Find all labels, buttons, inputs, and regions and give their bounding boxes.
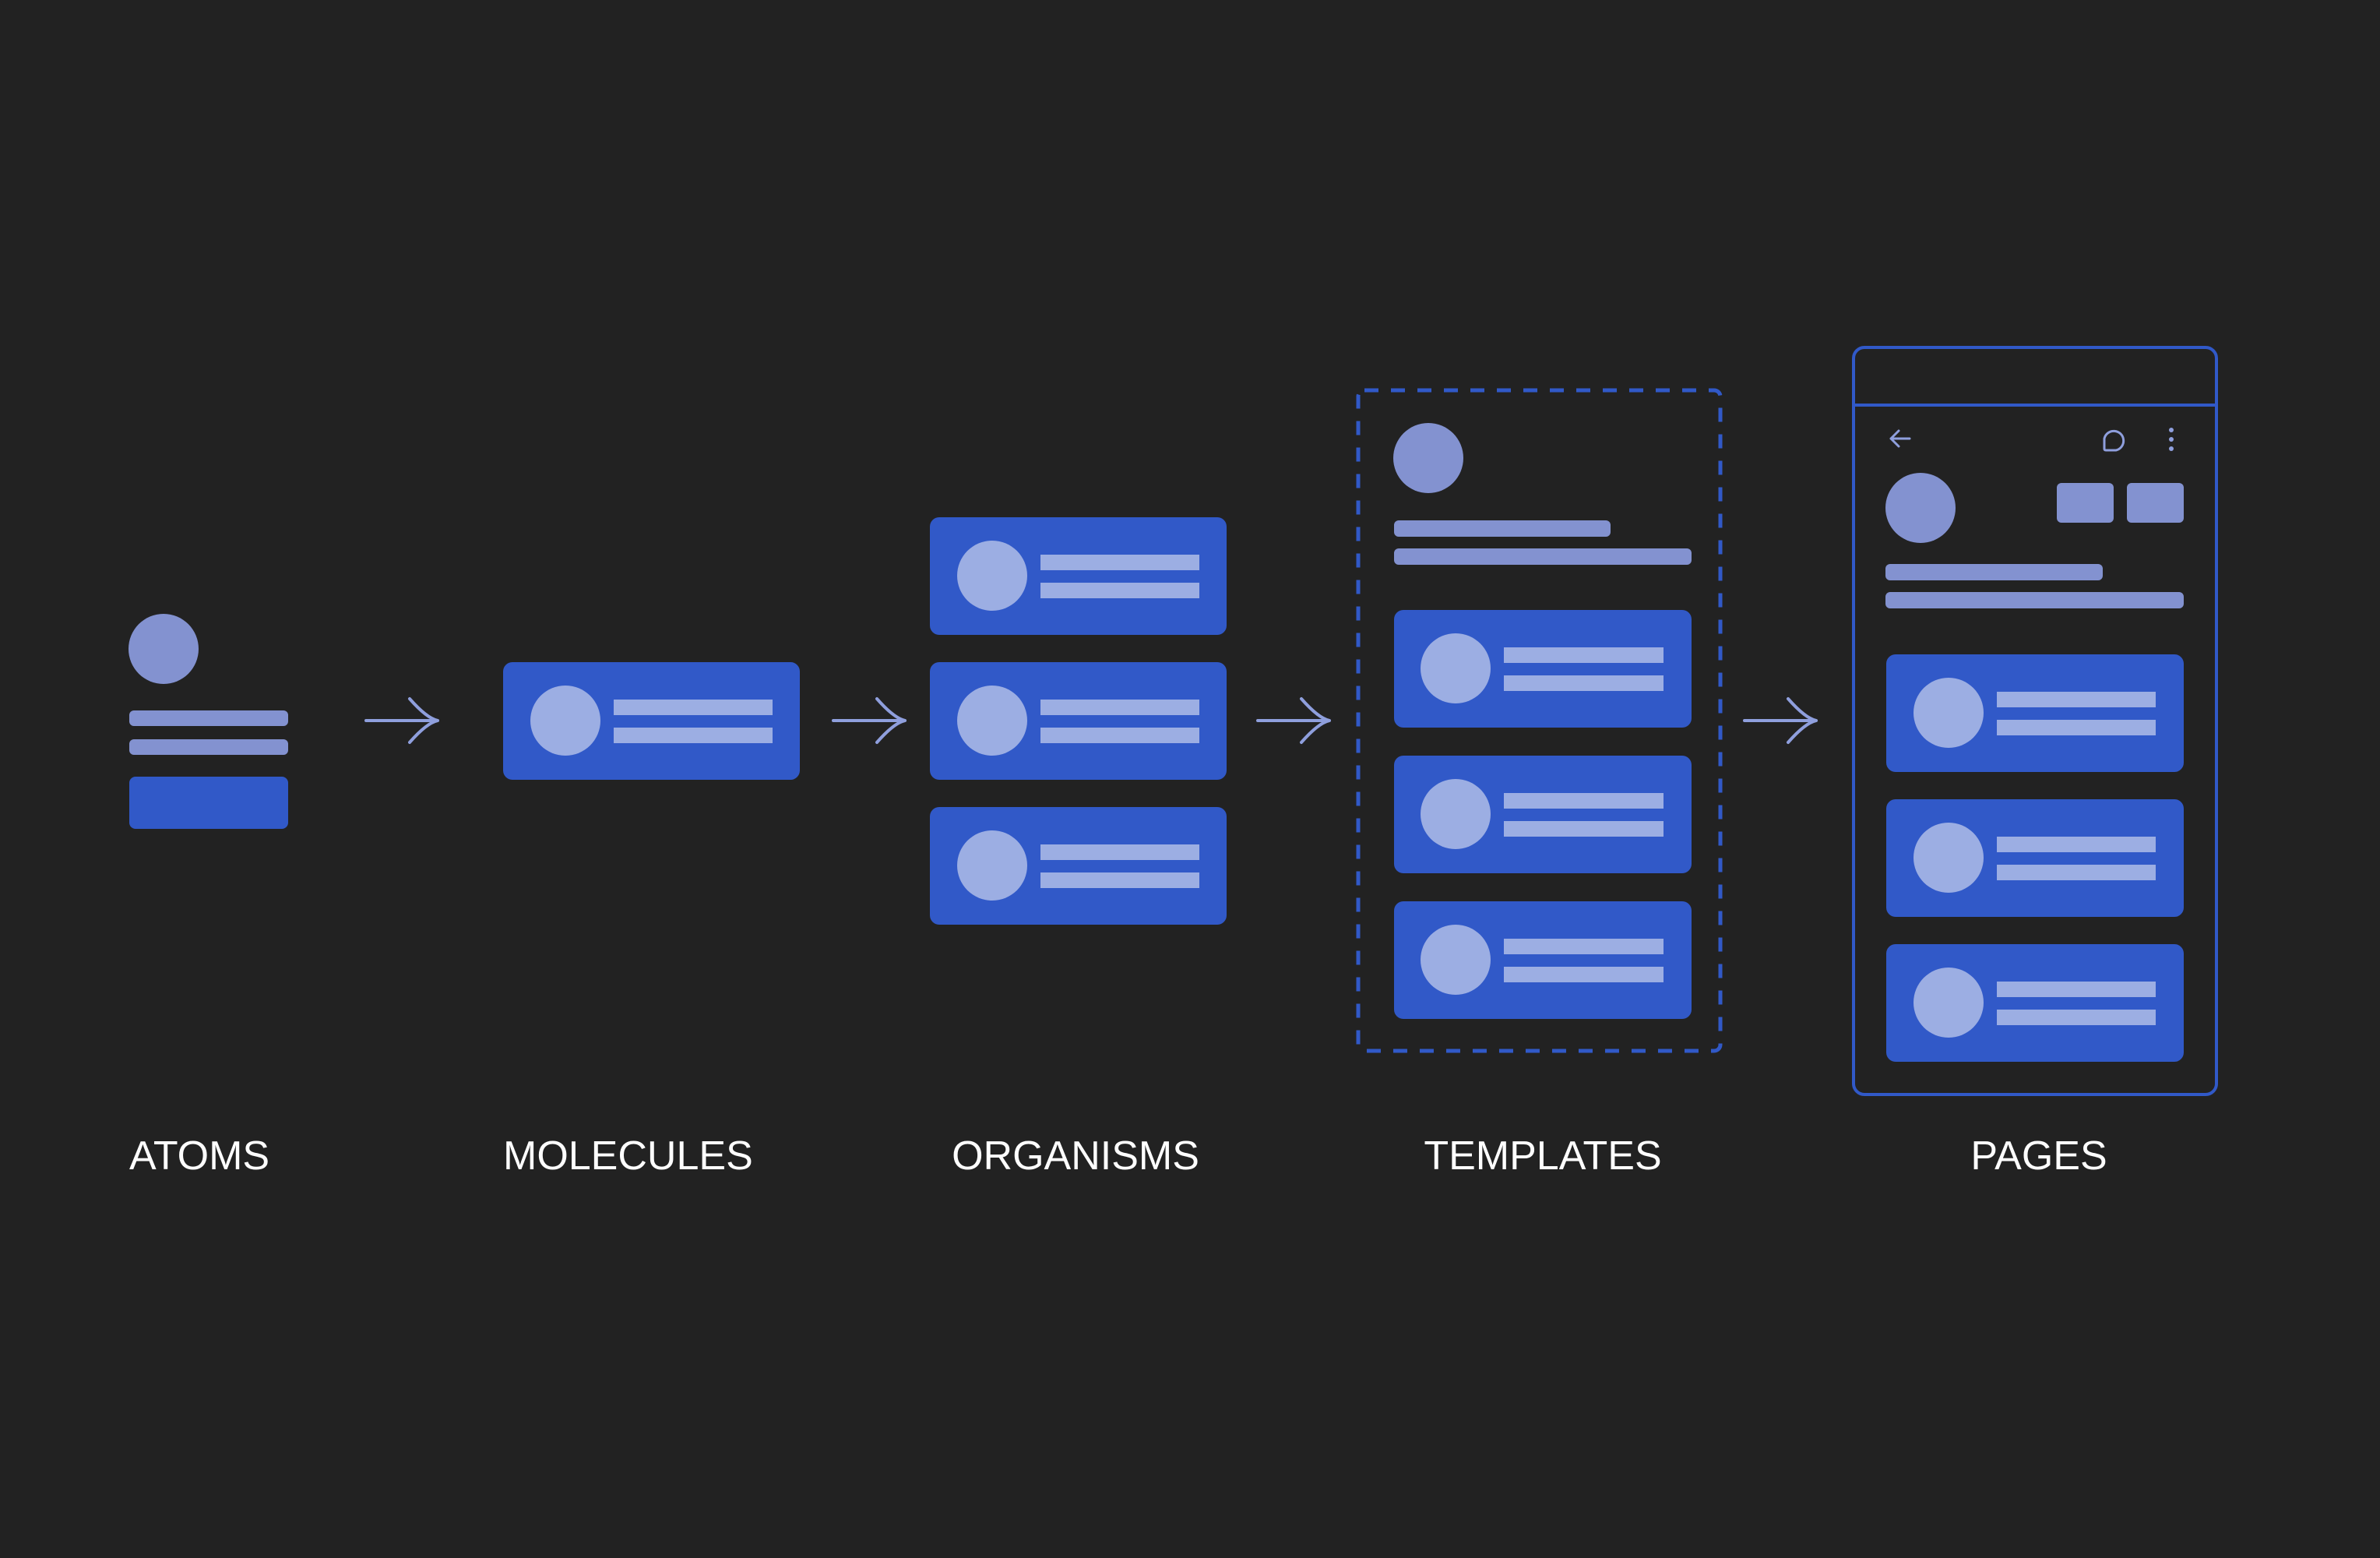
stage-labels: ATOMS MOLECULES ORGANISMS TEMPLATES PAGE… xyxy=(129,1133,2107,1179)
atom-button-block xyxy=(129,777,288,829)
organism-card xyxy=(930,517,1227,635)
atom-avatar-circle xyxy=(129,614,199,684)
action-button-block xyxy=(2127,483,2184,523)
avatar-circle xyxy=(1421,633,1491,703)
avatar-circle xyxy=(957,541,1027,611)
arrow-right-icon xyxy=(1256,697,1331,744)
avatar-circle xyxy=(957,830,1027,901)
card-text-line xyxy=(614,728,773,743)
more-vertical-icon xyxy=(2169,428,2174,451)
card-text-line xyxy=(1504,821,1664,837)
avatar-circle xyxy=(1914,678,1984,748)
arrow-right-icon xyxy=(1743,697,1818,744)
card-text-line xyxy=(1504,647,1664,663)
avatar-circle xyxy=(1914,968,1984,1038)
avatar-circle xyxy=(1421,925,1491,995)
card-text-line xyxy=(1997,1010,2156,1025)
molecule-card xyxy=(503,662,800,780)
atoms-stage xyxy=(129,614,288,829)
label-pages: PAGES xyxy=(1970,1133,2107,1179)
templates-stage xyxy=(1356,388,1723,1053)
card-text-line xyxy=(1040,728,1199,743)
organism-card xyxy=(930,662,1227,780)
card-text-line xyxy=(1997,865,2156,880)
profile-text-line xyxy=(1394,520,1611,537)
card-text-line xyxy=(1997,692,2156,707)
card-text-line xyxy=(1997,982,2156,997)
template-card xyxy=(1394,901,1692,1019)
flow-arrows xyxy=(364,697,1818,744)
card-text-line xyxy=(1504,793,1664,809)
profile-avatar-circle xyxy=(1885,473,1956,543)
label-organisms: ORGANISMS xyxy=(952,1133,1199,1179)
molecules-stage xyxy=(503,662,800,780)
chat-bubble-icon xyxy=(2103,429,2125,452)
avatar-circle xyxy=(530,686,600,756)
template-dashed-frame xyxy=(1356,388,1723,1053)
label-molecules: MOLECULES xyxy=(503,1133,753,1179)
label-atoms: ATOMS xyxy=(129,1133,269,1179)
card-text-line xyxy=(1040,700,1199,715)
card-text-line xyxy=(1504,967,1664,982)
arrow-right-icon xyxy=(364,697,439,744)
card-text-line xyxy=(1504,939,1664,954)
card-text-line xyxy=(614,700,773,715)
arrow-left-icon xyxy=(1889,429,1911,448)
organism-card xyxy=(930,807,1227,925)
pages-stage xyxy=(1852,346,2218,1096)
card-text-line xyxy=(1997,837,2156,852)
card-text-line xyxy=(1040,555,1199,570)
card-text-line xyxy=(1040,844,1199,860)
page-card xyxy=(1886,799,2184,917)
profile-text-line xyxy=(1394,548,1692,565)
card-text-line xyxy=(1997,720,2156,735)
template-card xyxy=(1394,756,1692,873)
atom-text-line xyxy=(129,739,288,755)
card-text-line xyxy=(1504,675,1664,691)
profile-avatar-circle xyxy=(1393,423,1463,493)
organisms-stage xyxy=(930,517,1227,925)
page-card xyxy=(1886,944,2184,1062)
card-text-line xyxy=(1040,872,1199,888)
phone-frame xyxy=(1852,346,2218,1096)
atom-text-line xyxy=(129,710,288,726)
label-templates: TEMPLATES xyxy=(1424,1133,1661,1179)
avatar-circle xyxy=(1914,823,1984,893)
arrow-right-icon xyxy=(832,697,907,744)
page-card xyxy=(1886,654,2184,772)
avatar-circle xyxy=(957,686,1027,756)
profile-text-line xyxy=(1885,592,2184,608)
template-card xyxy=(1394,610,1692,728)
avatar-circle xyxy=(1421,779,1491,849)
action-button-block xyxy=(2057,483,2114,523)
card-text-line xyxy=(1040,583,1199,598)
profile-text-line xyxy=(1885,564,2103,580)
